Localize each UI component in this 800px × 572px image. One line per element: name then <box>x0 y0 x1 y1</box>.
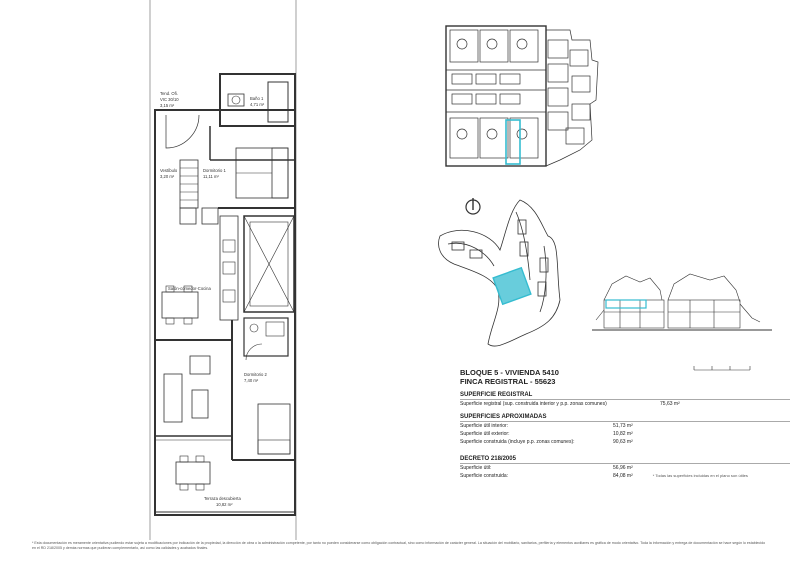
site-plan <box>438 199 561 347</box>
aprox-row: Superficie útil exterior: 10,82 m² <box>460 430 790 438</box>
elevation <box>592 273 772 331</box>
room-area-dorm2: 7,40 m² <box>244 378 259 383</box>
aprox-label: Superficie construida (incluye p.p. zona… <box>460 439 575 445</box>
finca-title: FINCA REGISTRAL - 55623 <box>460 377 556 386</box>
decreto-value: 84,08 m² <box>613 473 633 479</box>
north-arrow-icon <box>465 198 481 215</box>
aprox-label: Superficie útil exterior: <box>460 431 510 437</box>
decreto-heading: DECRETO 218/2005 <box>460 456 790 464</box>
decreto-value: 56,96 m² <box>613 465 633 471</box>
room-sub-tend2: 3,15 m² <box>160 103 175 108</box>
info-panel: BLOQUE 5 - VIVIENDA 5410 FINCA REGISTRAL… <box>460 368 790 480</box>
footnote: * Esta documentación es meramente orient… <box>32 541 766 550</box>
room-sub-tend1: VIC 30/10 <box>160 97 179 102</box>
room-area-vestibulo: 3,20 m² <box>160 174 175 179</box>
room-label-dorm2: Dormitorio 2 <box>244 372 267 377</box>
room-area-dorm1: 11,11 m² <box>203 174 220 179</box>
aprox-row: Superficie construida (incluye p.p. zona… <box>460 438 790 446</box>
registral-row: Superficie registral (sup. construida in… <box>460 400 790 408</box>
room-label-vestibulo: Vestíbulo <box>160 168 178 173</box>
room-labels: Tend. Ofi. VIC 30/10 3,15 m² Baño 1 4,71… <box>160 91 267 507</box>
registral-value: 75,63 m² <box>660 401 680 407</box>
decreto-row: Superficie útil: 56,96 m² <box>460 464 790 472</box>
room-label-tend: Tend. Ofi. <box>160 91 178 96</box>
decreto-note: * Todas las superficies incluidas en el … <box>652 473 748 478</box>
key-plan <box>445 25 599 167</box>
decreto-label: Superficie construida: <box>460 473 509 479</box>
room-label-bano: Baño 1 <box>250 96 264 101</box>
registral-label: Superficie registral (sup. construida in… <box>460 401 607 407</box>
room-label-salon: Salón-comedor-Cocina <box>168 286 211 291</box>
aprox-label: Superficie útil interior: <box>460 423 509 429</box>
room-label-dorm1: Dormitorio 1 <box>203 168 226 173</box>
decreto-label: Superficie útil: <box>460 465 492 471</box>
block-title: BLOQUE 5 - VIVIENDA 5410 <box>460 368 559 377</box>
floor-plan <box>149 0 297 540</box>
aprox-value: 51,73 m² <box>613 423 633 429</box>
aprox-value: 10,82 m² <box>613 431 633 437</box>
room-area-bano: 4,71 m² <box>250 102 265 107</box>
room-label-terraza: Terraza descubierta <box>204 496 241 501</box>
room-area-terraza: 10,82 m² <box>216 502 233 507</box>
aprox-row: Superficie útil interior: 51,73 m² <box>460 422 790 430</box>
scale-bar <box>693 366 751 371</box>
aprox-heading: SUPERFICIES APROXIMADAS <box>460 414 790 422</box>
registral-heading: SUPERFICIE REGISTRAL <box>460 392 790 400</box>
aprox-value: 90,63 m² <box>613 439 633 445</box>
decreto-row: Superficie construida: 84,08 m² * Todas … <box>460 472 790 480</box>
